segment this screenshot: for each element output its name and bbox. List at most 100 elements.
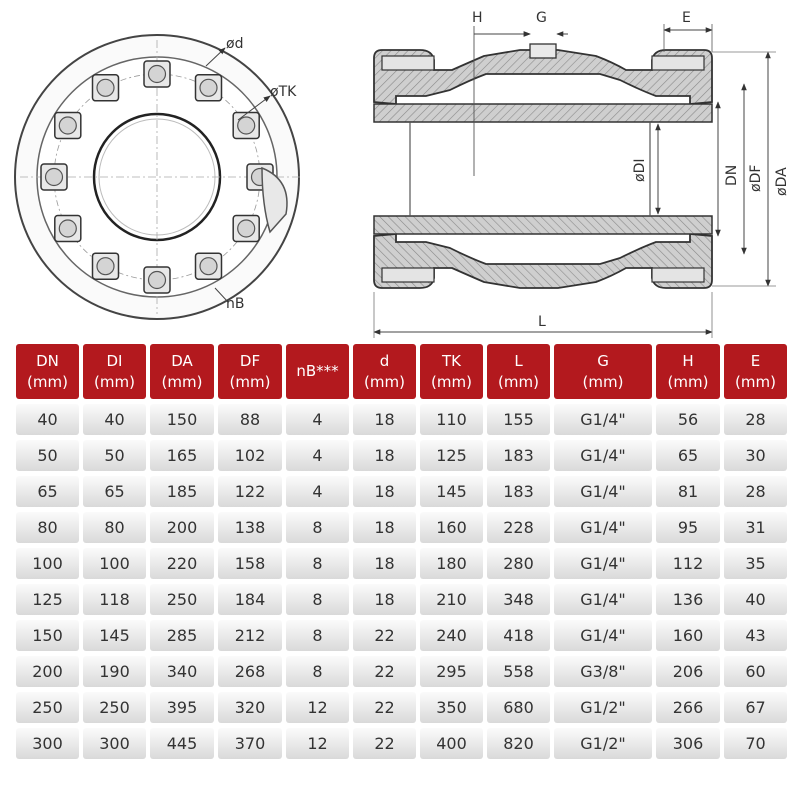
header-label: G <box>597 351 609 370</box>
table-cell: 40 <box>16 404 79 435</box>
header-unit: (mm) <box>498 372 539 391</box>
header-unit: (mm) <box>94 372 135 391</box>
table-cell: G1/4" <box>554 476 652 507</box>
label-length: L <box>538 314 546 330</box>
table-cell: 65 <box>656 440 720 471</box>
bolt-hole <box>96 78 115 97</box>
table-cell: 22 <box>353 692 416 723</box>
table-cell: G1/4" <box>554 584 652 615</box>
table-cell: 22 <box>353 620 416 651</box>
bolt-hole <box>147 64 167 84</box>
column-header: G(mm) <box>554 344 652 399</box>
table-cell: G1/4" <box>554 512 652 543</box>
table-cell: 30 <box>724 440 787 471</box>
table-cell: 18 <box>353 512 416 543</box>
table-cell: 122 <box>218 476 282 507</box>
header-unit: (mm) <box>667 372 709 391</box>
table-cell: 280 <box>487 548 550 579</box>
table-cell: 228 <box>487 512 550 543</box>
header-row: DN(mm)DI(mm)DA(mm)DF(mm)nB***d(mm)TK(mm)… <box>16 344 787 399</box>
section-view: H G E øDI DN øDF øDA L <box>373 10 790 338</box>
table-cell: 81 <box>656 476 720 507</box>
table-cell: 250 <box>150 584 214 615</box>
table-cell: 8 <box>286 512 349 543</box>
bolt-hole <box>199 257 218 276</box>
table-cell: 4 <box>286 404 349 435</box>
bolt-bottom-left <box>381 267 435 283</box>
table-cell: 100 <box>16 548 79 579</box>
header-label: nB*** <box>296 362 339 380</box>
label-hole-diameter: ød <box>226 36 243 52</box>
header-unit: (mm) <box>431 372 472 391</box>
label-da: øDA <box>774 167 790 196</box>
front-view: ød øTK nB <box>14 34 300 320</box>
column-header: H(mm) <box>656 344 720 399</box>
table-cell: 88 <box>218 404 282 435</box>
table-cell: 102 <box>218 440 282 471</box>
table-cell: 8 <box>286 584 349 615</box>
table-cell: G1/2" <box>554 692 652 723</box>
table-cell: 160 <box>420 512 483 543</box>
bolt-hole <box>44 167 64 187</box>
label-g: G <box>536 10 547 26</box>
inner-tube-lower <box>373 215 713 235</box>
table-cell: 4 <box>286 440 349 471</box>
table-cell: 31 <box>724 512 787 543</box>
table-cell: 50 <box>83 440 146 471</box>
header-unit: (mm) <box>27 372 68 391</box>
label-df: øDF <box>748 165 764 192</box>
table-cell: 8 <box>286 656 349 687</box>
technical-drawing: ød øTK nB H G E <box>14 10 790 338</box>
label-dn: DN <box>724 165 740 186</box>
table-cell: 306 <box>656 728 720 759</box>
label-h: H <box>472 10 483 26</box>
table-cell: 268 <box>218 656 282 687</box>
table-cell: 136 <box>656 584 720 615</box>
column-header: DI (mm) <box>83 344 146 399</box>
label-bolt-count: nB <box>226 296 244 312</box>
table-cell: 18 <box>353 584 416 615</box>
table-cell: 250 <box>16 692 79 723</box>
table-cell: G1/4" <box>554 404 652 435</box>
table-cell: 348 <box>487 584 550 615</box>
header-unit: (mm) <box>735 372 776 391</box>
inner-tube-upper <box>373 103 713 123</box>
table-cell: 70 <box>724 728 787 759</box>
column-header: DN(mm) <box>16 344 79 399</box>
header-label: DI <box>106 351 123 370</box>
column-header: TK (mm) <box>420 344 483 399</box>
table-cell: 250 <box>83 692 146 723</box>
column-header: L(mm) <box>487 344 550 399</box>
bore-region <box>376 123 710 215</box>
bolt-hole <box>237 219 256 238</box>
table-cell: 370 <box>218 728 282 759</box>
bolt-bottom-right <box>651 267 705 283</box>
table-cell: 155 <box>487 404 550 435</box>
table-cell: 820 <box>487 728 550 759</box>
table-cell: 395 <box>150 692 214 723</box>
table-cell: 680 <box>487 692 550 723</box>
table-cell: 266 <box>656 692 720 723</box>
table-cell: 210 <box>420 584 483 615</box>
table-cell: 28 <box>724 476 787 507</box>
table-cell: 40 <box>83 404 146 435</box>
leader-d <box>205 47 226 67</box>
table-cell: 18 <box>353 476 416 507</box>
table-cell: 65 <box>16 476 79 507</box>
table-cell: 138 <box>218 512 282 543</box>
table-cell: 180 <box>420 548 483 579</box>
label-e: E <box>682 10 691 26</box>
table-cell: 300 <box>16 728 79 759</box>
table-cell: 145 <box>83 620 146 651</box>
table-cell: 125 <box>16 584 79 615</box>
table-cell: 400 <box>420 728 483 759</box>
header-label: TK <box>442 351 461 370</box>
table-cell: 80 <box>83 512 146 543</box>
